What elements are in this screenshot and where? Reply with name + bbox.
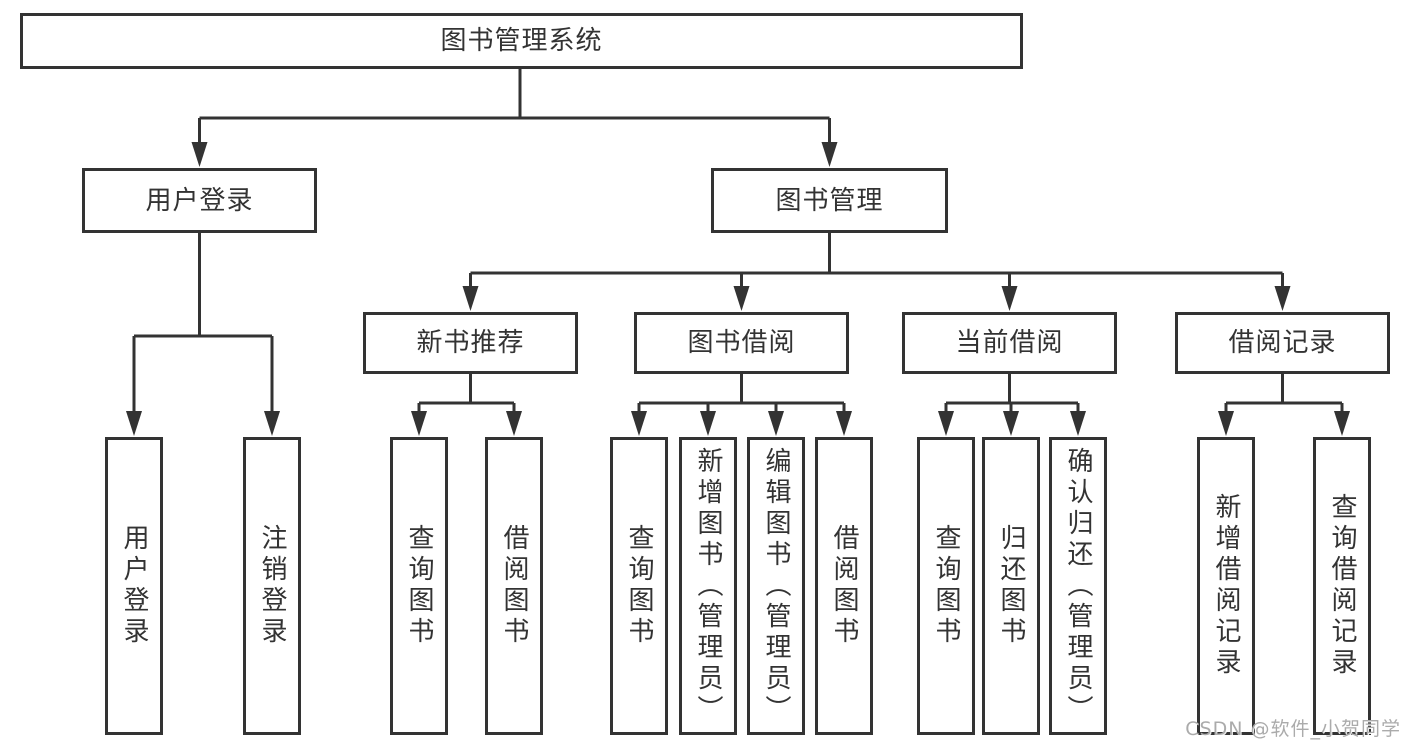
arrowheads — [126, 142, 1350, 436]
arrow-down-icon — [411, 411, 427, 436]
node-root: 图书管理系统 — [20, 13, 1023, 69]
leaf-confirm-return-admin: 确认归还（管理员） — [1049, 437, 1107, 735]
leaf-query-books-current: 查询图书 — [917, 437, 975, 735]
node-book-management: 图书管理 — [711, 168, 948, 233]
arrow-down-icon — [733, 286, 750, 311]
leaf-query-books-recommend: 查询图书 — [390, 437, 448, 735]
arrow-down-icon — [506, 411, 522, 436]
arrow-down-icon — [126, 411, 142, 436]
arrow-down-icon — [264, 411, 280, 436]
node-current-borrowing: 当前借阅 — [902, 312, 1117, 374]
arrow-down-icon — [700, 411, 716, 436]
arrow-down-icon — [938, 411, 954, 436]
leaf-query-borrow-record: 查询借阅记录 — [1313, 437, 1371, 735]
leaf-edit-books-admin: 编辑图书（管理员） — [747, 437, 805, 735]
leaf-user-login: 用户登录 — [105, 437, 163, 735]
arrow-down-icon — [1070, 411, 1086, 436]
node-borrowing-records: 借阅记录 — [1175, 312, 1390, 374]
leaf-logout: 注销登录 — [243, 437, 301, 735]
leaf-query-books-borrowing: 查询图书 — [610, 437, 668, 735]
arrow-down-icon — [1334, 411, 1350, 436]
csdn-watermark: CSDN @软件_小贺同学 — [1185, 718, 1401, 740]
node-new-book-recommend: 新书推荐 — [363, 312, 578, 374]
leaf-add-books-admin: 新增图书（管理员） — [679, 437, 737, 735]
arrow-down-icon — [462, 286, 479, 311]
arrow-down-icon — [191, 142, 208, 167]
arrow-down-icon — [1001, 286, 1018, 311]
arrow-down-icon — [836, 411, 852, 436]
arrow-down-icon — [821, 142, 838, 167]
leaf-return-books: 归还图书 — [982, 437, 1040, 735]
arrow-down-icon — [1274, 286, 1291, 311]
leaf-add-borrow-record: 新增借阅记录 — [1197, 437, 1255, 735]
arrow-down-icon — [1218, 411, 1234, 436]
arrow-down-icon — [768, 411, 784, 436]
leaf-borrow-books-recommend: 借阅图书 — [485, 437, 543, 735]
arrow-down-icon — [631, 411, 647, 436]
node-book-borrowing: 图书借阅 — [634, 312, 849, 374]
leaf-borrow-books-borrowing: 借阅图书 — [815, 437, 873, 735]
node-user-login: 用户登录 — [82, 168, 317, 233]
arrow-down-icon — [1003, 411, 1019, 436]
